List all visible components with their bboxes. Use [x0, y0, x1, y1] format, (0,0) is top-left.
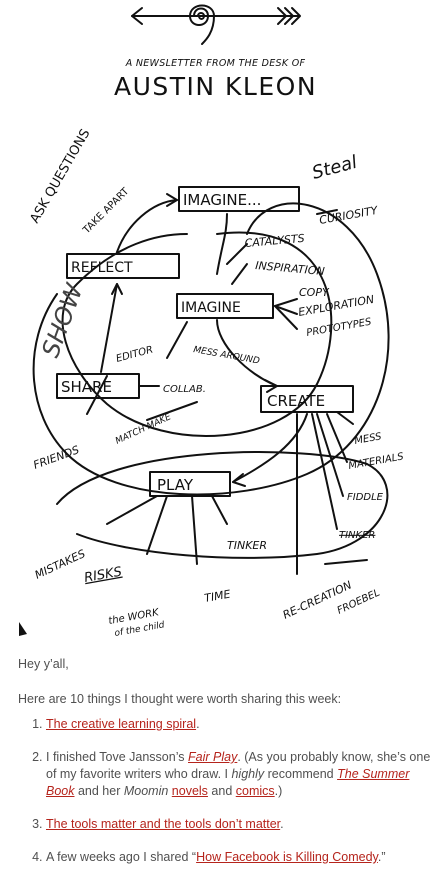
sketch-label: RISKS [83, 565, 123, 586]
sketch-label: COLLAB. [163, 384, 206, 395]
creative-learning-spiral-sketch: ASK QUESTIONS TAKE APART IMAGINE... Stea… [19, 127, 406, 639]
item-text: A few weeks ago I shared “ [46, 850, 197, 864]
sketch-label: SHARE [61, 378, 112, 396]
sketch-label: MESS [354, 431, 383, 447]
item-link[interactable]: novels [171, 784, 208, 798]
item-text: . [196, 717, 200, 731]
greeting: Hey y’all, [18, 657, 69, 671]
sketch-label: PROTOTYPES [306, 317, 373, 339]
newsletter-list: The creative learning spiral. I finished… [18, 716, 431, 882]
emphasis: highly [231, 767, 265, 781]
item-text: and [207, 784, 236, 798]
item-link[interactable]: Fair Play [188, 750, 238, 764]
arrow-with-spiral-icon [131, 4, 301, 45]
sketch-label: TINKER [339, 530, 375, 541]
list-item: The creative learning spiral. [46, 716, 431, 733]
item-text: recommend [264, 767, 338, 781]
sketch-label: IMAGINE [181, 300, 241, 316]
sketch-label: FIDDLE [347, 492, 384, 503]
sketch-label: FRIENDS [32, 443, 81, 472]
item-text: I finished Tove Jansson’s [46, 750, 188, 764]
sketch-label: Steal [310, 152, 359, 184]
item-link[interactable]: The tools matter and the tools don’t mat… [46, 817, 281, 831]
item-link[interactable]: comics [235, 784, 275, 798]
sketch-label: REFLECT [71, 260, 133, 276]
sketch-label: EDITOR [115, 344, 154, 364]
intro-text: Here are 10 things I thought were worth … [18, 692, 342, 706]
sketch-label: TAKE APART [81, 186, 132, 237]
item-text: .” [377, 850, 386, 864]
sketch-label: TINKER [227, 539, 267, 552]
sketch-label: IMAGINE... [183, 191, 261, 209]
item-text: . (As you probably know, she’s one of my… [46, 750, 431, 781]
sketch-label: MATCH MAKE [114, 412, 173, 447]
emphasis: Moomin [123, 784, 169, 798]
list-item: A few weeks ago I shared “How Facebook i… [46, 849, 431, 866]
newsletter-brand-title: AUSTIN KLEON [113, 72, 318, 101]
item-link[interactable]: The Summer Book [46, 767, 410, 798]
sketch-label: INSPIRATION [255, 259, 325, 278]
item-link[interactable]: How Facebook is Killing Comedy [196, 850, 378, 864]
sketch-label: CREATE [267, 392, 325, 410]
newsletter-header: A NEWSLETTER FROM THE DESK OF AUSTIN KLE… [0, 0, 431, 110]
sketch-label: CURIOSITY [318, 204, 380, 227]
item-text: .) [274, 784, 283, 798]
sketch-label: MATERIALS [348, 451, 406, 472]
sketch-label: TIME [203, 588, 231, 605]
sketch-label: CATALYSTS [244, 232, 305, 250]
list-item: I finished Tove Jansson’s Fair Play. (As… [46, 749, 431, 800]
newsletter-tagline: A NEWSLETTER FROM THE DESK OF [125, 58, 306, 69]
corner-mark [19, 622, 27, 636]
sketch-label: MESS AROUND [192, 345, 260, 367]
item-text: . [280, 817, 284, 831]
sketch-label: COPY [299, 286, 330, 299]
item-text: and her [74, 784, 124, 798]
sketch-label: PLAY [157, 476, 194, 494]
sketch-label: ASK QUESTIONS [27, 127, 93, 226]
list-item: The tools matter and the tools don’t mat… [46, 816, 431, 833]
sketch-lines [32, 186, 390, 575]
item-link[interactable]: The creative learning spiral [46, 717, 197, 731]
sketch-label: SHOW [36, 279, 89, 361]
sketch-label: MISTAKES [33, 547, 88, 582]
